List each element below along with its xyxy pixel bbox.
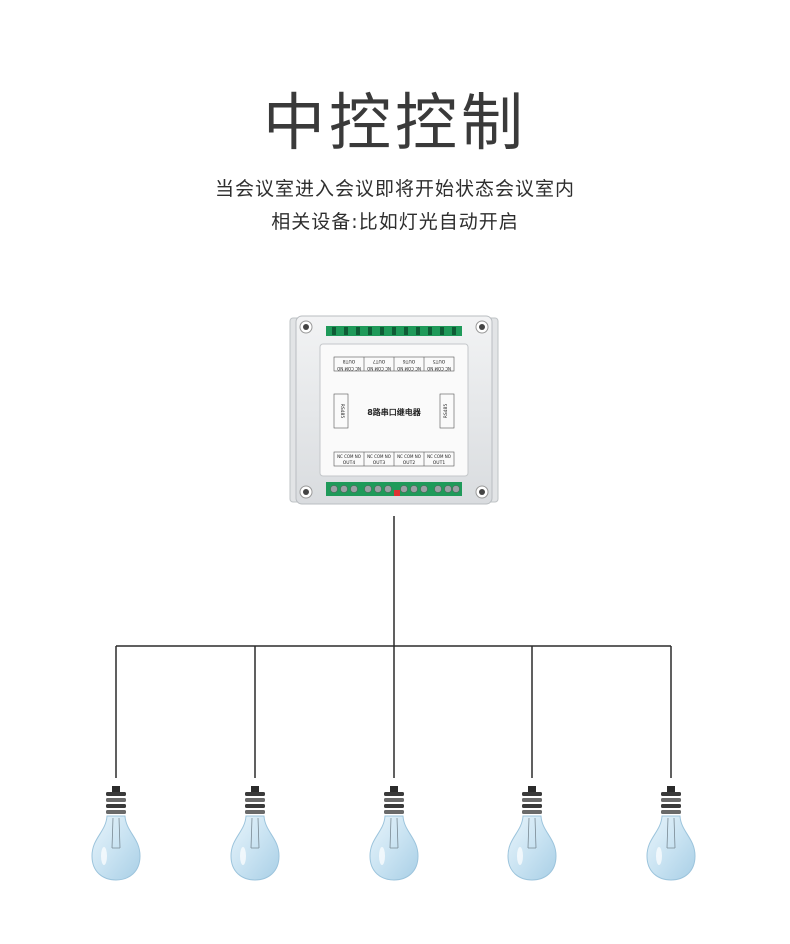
light-bulb-icon [230,786,280,881]
out-label: OUT7 [373,358,386,364]
light-bulb-icon [507,786,557,881]
out-label: OUT4 [343,460,356,466]
pin-label: NC COM NO [397,366,421,371]
out-label: OUT8 [343,358,356,364]
pin-label: NC COM NO [427,454,451,459]
device-label-panel [319,343,469,477]
relay-device: OUT8 OUT7 OUT6 OUT5 NC COM NO NC COM NO … [289,315,499,505]
wiring [115,516,672,778]
device-name: 8路串口继电器 [367,407,422,417]
light-bulb-icon [369,786,419,881]
pin-label: NC COM NO [397,454,421,459]
terminal-block-bottom [326,482,462,496]
subtitle-line-2: 相关设备:比如灯光自动开启 [271,211,519,233]
out-label: OUT3 [373,460,386,466]
light-bulb-icon [646,786,696,881]
svg-text:RS485: RS485 [443,404,449,419]
pin-label: NC COM NO [337,454,361,459]
out-label: OUT5 [433,358,446,364]
svg-text:RS485: RS485 [339,404,345,419]
pin-label: NC COM NO [337,366,361,371]
terminal-block-top [326,326,462,336]
pin-label: NC COM NO [367,366,391,371]
page-title: 中控控制 [262,86,527,159]
out-labels-top: OUT8 OUT7 OUT6 OUT5 NC COM NO NC COM NO … [333,356,455,372]
out-labels-bottom: NC COM NO NC COM NO NC COM NO NC COM NO … [333,451,455,467]
out-label: OUT6 [403,358,416,364]
out-label: OUT1 [433,460,446,466]
pin-label: NC COM NO [427,366,451,371]
subtitle-line-1: 当会议室进入会议即将开始状态会议室内 [214,178,575,200]
pin-label: NC COM NO [367,454,391,459]
rs485-right: RS485 [439,393,455,429]
rs485-left: RS485 [333,393,349,429]
out-label: OUT2 [403,460,416,466]
light-bulb-icon [91,786,141,881]
